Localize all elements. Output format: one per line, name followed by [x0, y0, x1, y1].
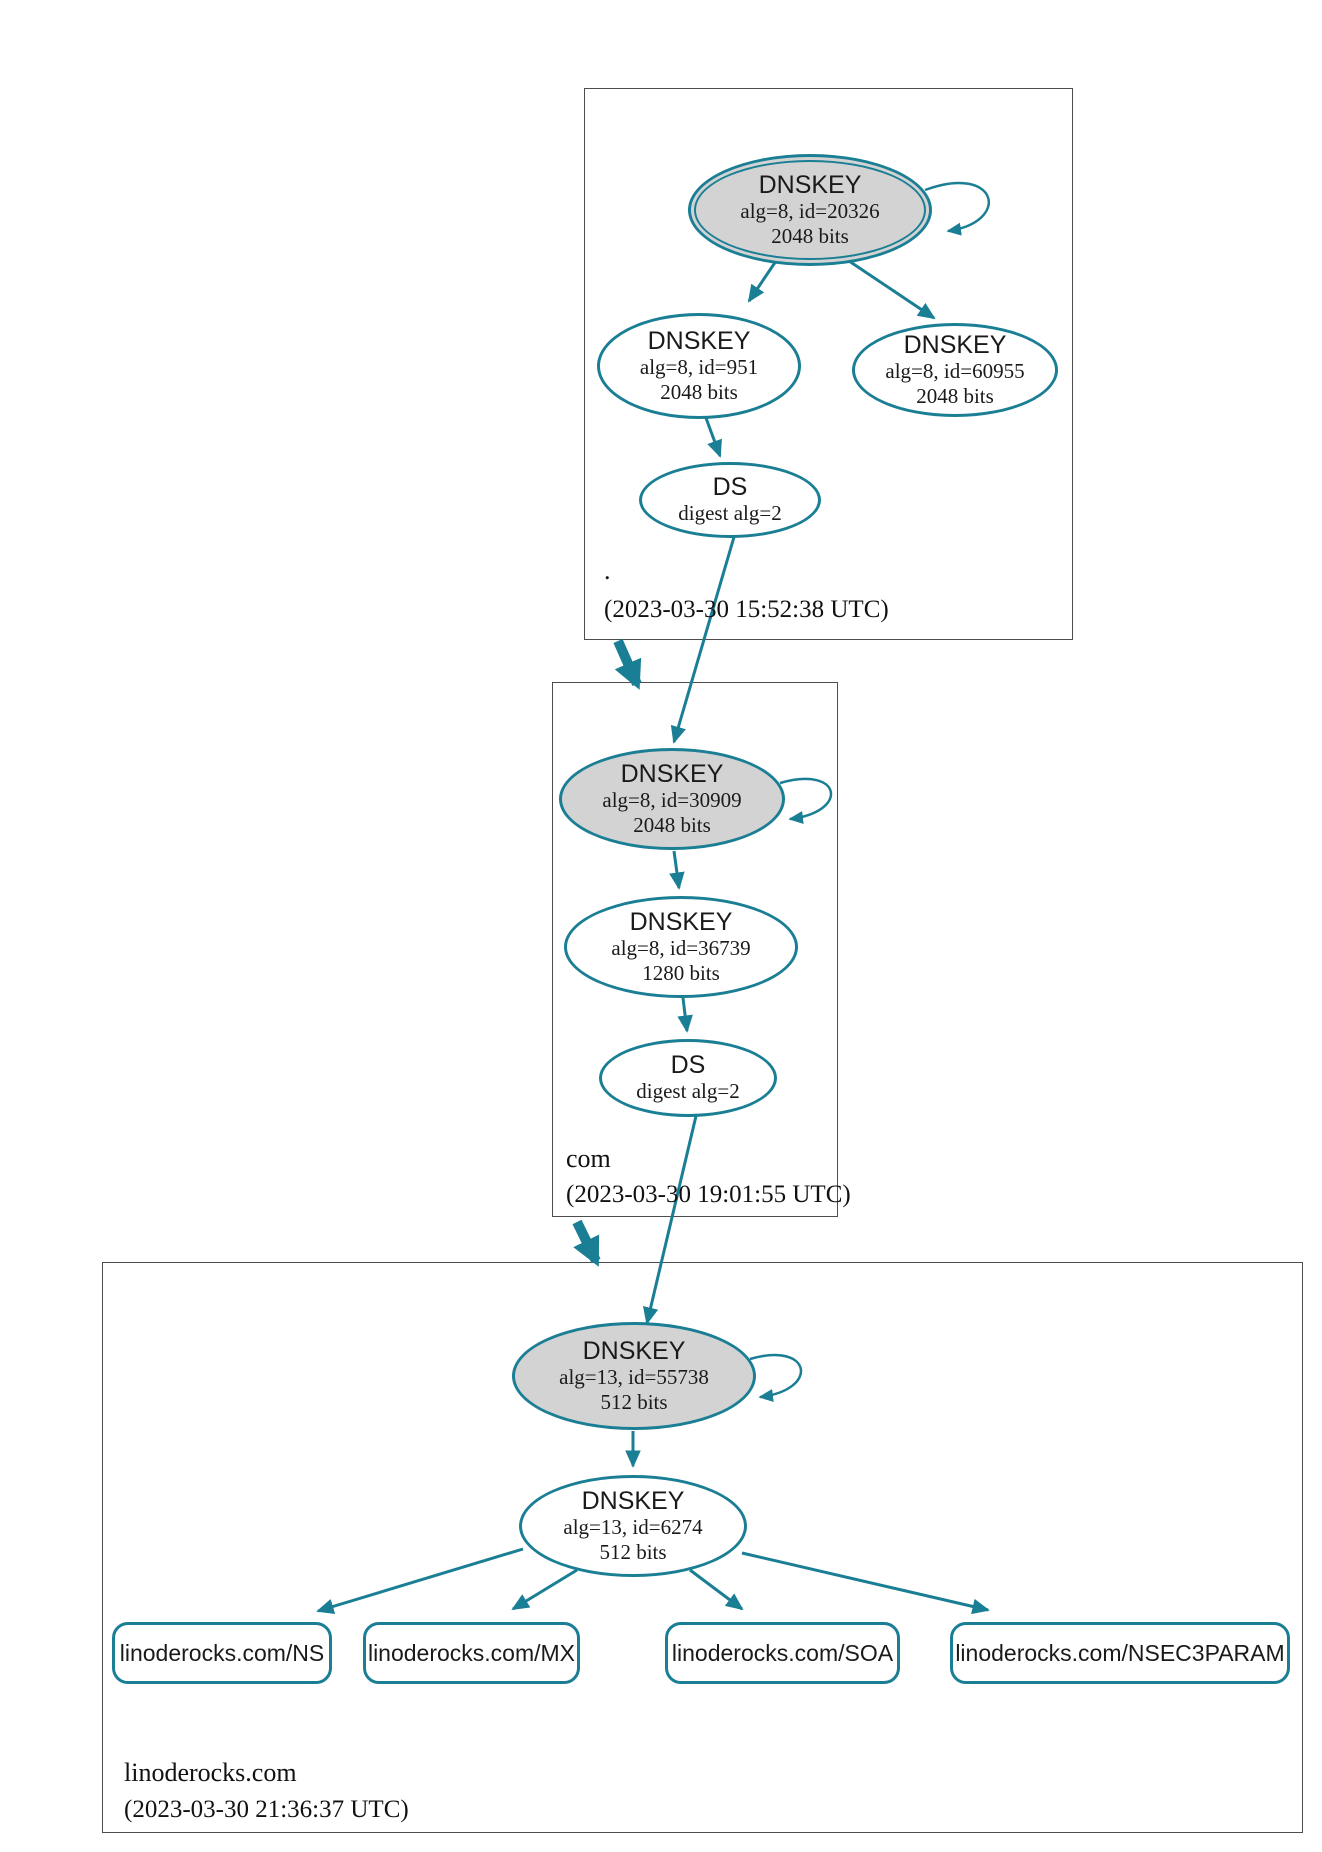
node-title: DNSKEY: [629, 907, 733, 936]
arrow-com-to-linoderocks-delegation: [572, 1219, 601, 1267]
node-attr: 2048 bits: [771, 223, 849, 248]
com-ds-node[interactable]: DS digest alg=2: [599, 1039, 777, 1117]
rrset-mx[interactable]: linoderocks.com/MX: [363, 1622, 580, 1684]
node-attr: alg=8, id=951: [639, 354, 759, 379]
edge-linoderocks-zsk-to-mx: [511, 1568, 578, 1611]
edge-linoderocks-zsk-to-soa: [689, 1568, 744, 1611]
com-zsk-dnskey-node[interactable]: DNSKEY alg=8, id=36739 1280 bits: [564, 896, 798, 998]
root-zone-label: .: [604, 556, 611, 585]
rrset-soa[interactable]: linoderocks.com/SOA: [665, 1622, 900, 1684]
edge-root-ds-to-com-ksk: [670, 536, 736, 744]
node-attr: digest alg=2: [636, 1079, 740, 1104]
com-zone-label: com: [566, 1144, 611, 1173]
root-zone-box: [584, 88, 1073, 640]
node-attr: alg=8, id=36739: [611, 935, 751, 960]
arrow-root-to-com-delegation: [613, 638, 642, 690]
edge-linoderocks-ksk-selfloop: [749, 1353, 803, 1402]
com-ksk-dnskey-node[interactable]: DNSKEY alg=8, id=30909 2048 bits: [559, 748, 785, 850]
root-zone-timestamp: (2023-03-30 15:52:38 UTC): [604, 596, 889, 623]
node-title: DS: [670, 1051, 706, 1080]
node-title: DNSKEY: [903, 330, 1007, 359]
rrset-ns[interactable]: linoderocks.com/NS: [112, 1622, 332, 1684]
root-ksk-dnskey-node[interactable]: DNSKEY alg=8, id=20326 2048 bits: [688, 154, 932, 266]
edge-com-ds-to-linoderocks-ksk: [643, 1115, 698, 1325]
node-attr: 2048 bits: [916, 383, 994, 408]
edge-root-zsk-to-ds: [704, 417, 722, 458]
edge-root-ksk-to-zsk-left: [747, 260, 778, 303]
linoderocks-zone-box: [102, 1262, 1303, 1833]
rrset-nsec3param[interactable]: linoderocks.com/NSEC3PARAM: [950, 1622, 1290, 1684]
node-attr: 2048 bits: [633, 812, 711, 837]
edge-com-ksk-to-zsk: [669, 850, 685, 890]
node-attr: alg=8, id=20326: [740, 198, 880, 223]
node-attr: alg=8, id=60955: [885, 358, 1025, 383]
node-title: DNSKEY: [758, 170, 862, 199]
linoderocks-zone-timestamp: (2023-03-30 21:36:37 UTC): [124, 1796, 409, 1823]
root-ds-node[interactable]: DS digest alg=2: [639, 462, 821, 538]
node-attr: digest alg=2: [678, 501, 782, 526]
root-zsk-left-dnskey-node[interactable]: DNSKEY alg=8, id=951 2048 bits: [597, 313, 801, 419]
node-attr: alg=13, id=6274: [563, 1514, 703, 1539]
edge-linoderocks-zsk-to-ns: [316, 1547, 524, 1614]
node-attr: 512 bits: [599, 1539, 667, 1564]
node-title: DNSKEY: [647, 326, 751, 355]
node-title: DNSKEY: [620, 759, 724, 788]
linoderocks-ksk-dnskey-node[interactable]: DNSKEY alg=13, id=55738 512 bits: [512, 1322, 756, 1430]
node-attr: alg=13, id=55738: [559, 1364, 709, 1389]
node-attr: 2048 bits: [660, 379, 738, 404]
root-zsk-right-dnskey-node[interactable]: DNSKEY alg=8, id=60955 2048 bits: [852, 323, 1058, 417]
com-zone-box: [552, 682, 838, 1217]
edge-root-ksk-to-zsk-right: [845, 257, 936, 320]
linoderocks-zsk-dnskey-node[interactable]: DNSKEY alg=13, id=6274 512 bits: [519, 1475, 747, 1577]
node-title: DNSKEY: [582, 1336, 686, 1365]
edge-com-ksk-selfloop: [779, 777, 833, 824]
edge-com-zsk-to-ds: [677, 997, 693, 1033]
com-zone-timestamp: (2023-03-30 19:01:55 UTC): [566, 1181, 851, 1208]
node-title: DNSKEY: [581, 1486, 685, 1515]
node-attr: 1280 bits: [642, 960, 720, 985]
edge-root-ksk-selfloop: [924, 181, 990, 236]
node-attr: 512 bits: [600, 1389, 668, 1414]
node-attr: alg=8, id=30909: [602, 787, 742, 812]
node-title: DS: [712, 473, 748, 502]
edge-linoderocks-zsk-to-nsec3param: [741, 1551, 990, 1615]
linoderocks-zone-label: linoderocks.com: [124, 1758, 297, 1787]
